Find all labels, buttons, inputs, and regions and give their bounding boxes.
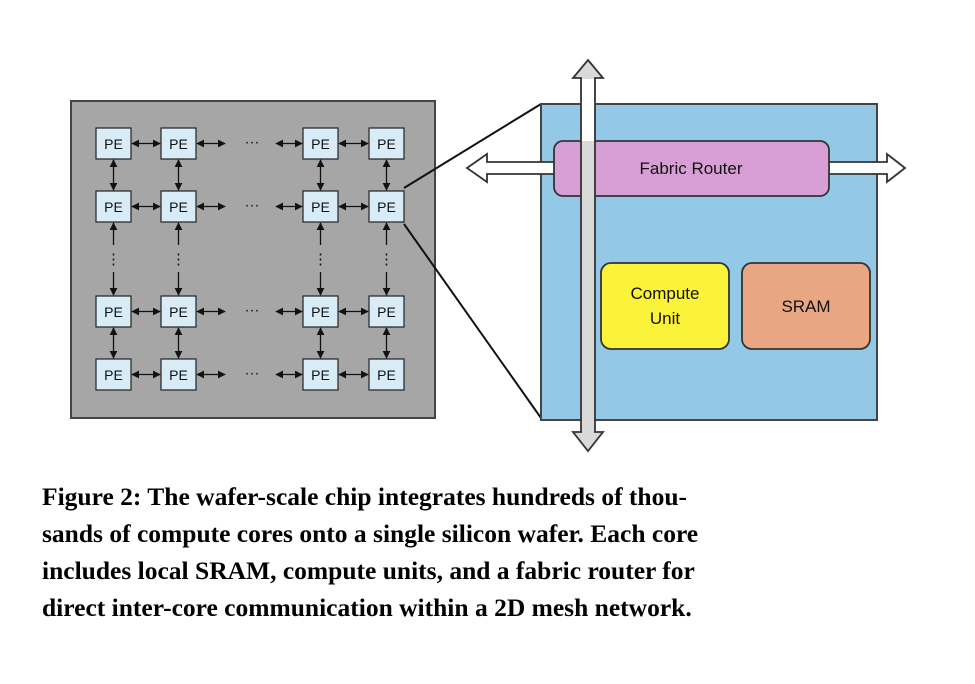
compute-unit-box <box>600 262 730 350</box>
pe-box <box>160 358 197 391</box>
pe-box <box>95 127 132 160</box>
sram-label: SRAM <box>781 297 830 316</box>
figure-caption: Figure 2: The wafer-scale chip integrate… <box>42 478 942 626</box>
pe-box <box>95 358 132 391</box>
wafer-diagram: PE PE PE PE ··· PE PE PE PE ··· PE PE PE PE ··· PE PE PE P… <box>70 58 907 453</box>
ellipsis: ··· <box>245 134 260 151</box>
pe-box <box>368 190 405 223</box>
zoom-line-top <box>403 103 542 189</box>
pe-label: PE <box>104 136 123 152</box>
pe-box <box>368 295 405 328</box>
pe-label: PE <box>104 367 123 383</box>
fabric-router-box <box>553 140 830 197</box>
vertical-ellipsis: ⋮ <box>313 251 328 268</box>
pe-box <box>302 358 339 391</box>
pe-label: PE <box>311 199 330 215</box>
caption-line: Figure 2: The wafer-scale chip integrate… <box>42 482 688 511</box>
pe-box <box>302 295 339 328</box>
pe-label: PE <box>377 199 396 215</box>
ellipsis: ··· <box>245 302 260 319</box>
fabric-router-label: Fabric Router <box>640 159 743 178</box>
pe-label: PE <box>169 199 188 215</box>
caption-line: sands of compute cores onto a single sil… <box>42 519 699 548</box>
pe-box <box>160 127 197 160</box>
pe-label: PE <box>377 367 396 383</box>
compute-unit-label-line2: Unit <box>650 309 681 328</box>
pe-label: PE <box>311 136 330 152</box>
pe-box <box>95 295 132 328</box>
pe-label: PE <box>104 304 123 320</box>
pe-grid: PE PE PE PE ··· PE PE PE PE ··· PE PE PE PE ··· PE PE PE P… <box>95 127 405 391</box>
pe-label: PE <box>311 304 330 320</box>
zoom-line-bottom <box>403 223 542 419</box>
vertical-ellipsis: ⋮ <box>106 251 121 268</box>
caption-line: direct inter-core communication within a… <box>42 593 692 622</box>
compute-unit-label-line1: Compute <box>631 284 700 303</box>
pe-label: PE <box>169 136 188 152</box>
pe-label: PE <box>169 367 188 383</box>
vertical-mesh-arrow <box>571 58 605 453</box>
ellipsis: ··· <box>245 365 260 382</box>
caption-line: includes local SRAM, compute units, and … <box>42 556 695 585</box>
pe-box <box>160 190 197 223</box>
pe-box <box>95 190 132 223</box>
pe-label: PE <box>104 199 123 215</box>
ellipsis: ··· <box>245 197 260 214</box>
vertical-arrow-upper <box>582 79 594 141</box>
pe-box <box>302 127 339 160</box>
sram-box <box>741 262 871 350</box>
pe-box <box>368 127 405 160</box>
vertical-ellipsis: ⋮ <box>379 251 394 268</box>
pe-box <box>368 358 405 391</box>
pe-box <box>302 190 339 223</box>
pe-label: PE <box>377 136 396 152</box>
vertical-ellipsis: ⋮ <box>171 251 186 268</box>
pe-box <box>160 295 197 328</box>
pe-label: PE <box>377 304 396 320</box>
pe-label: PE <box>169 304 188 320</box>
pe-label: PE <box>311 367 330 383</box>
